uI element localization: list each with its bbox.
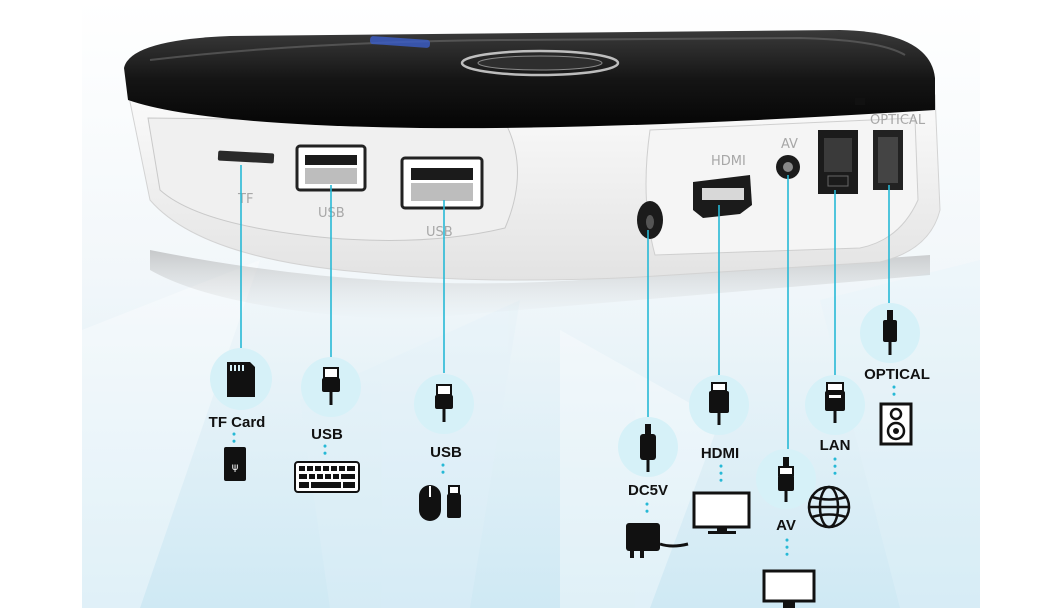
connector-label: OPTICAL (864, 366, 930, 383)
usb-port-2: USB (400, 156, 484, 240)
svg-text:OPTICAL: OPTICAL (870, 113, 926, 128)
svg-text:TF: TF (237, 192, 253, 207)
speaker-icon (879, 402, 913, 446)
optical-plug-icon (883, 310, 897, 355)
dc5v-jack (637, 201, 663, 239)
usb-port-1: USB (295, 144, 367, 221)
connector-optical: OPTICAL (860, 303, 930, 446)
connector-lines (240, 165, 890, 449)
hdmi-plug-icon (709, 382, 729, 425)
power-adapter-icon (626, 523, 689, 558)
connector-usb-2: USB (414, 374, 474, 521)
connector-label: LAN (820, 437, 851, 454)
logo-emblem (460, 49, 620, 77)
mouse-and-dongle-icon (419, 485, 461, 521)
connector-lan: LAN (805, 375, 865, 529)
logo-emblem-inner (477, 55, 603, 71)
connector-hdmi: HDMI (689, 375, 751, 534)
keyboard-icon (294, 461, 360, 493)
globe-icon (807, 485, 851, 529)
connector-label: USB (430, 444, 462, 461)
connector-usb-1: USB (294, 357, 361, 493)
connector-label: TF Card (209, 414, 266, 431)
svg-text:HDMI: HDMI (711, 154, 746, 169)
tv-box-device: TF USB USB HDMI AV (124, 30, 941, 320)
dc-plug-icon (640, 424, 656, 472)
av-jack: AV (776, 137, 800, 179)
optical-port: OPTICAL (870, 113, 926, 190)
device-top (124, 30, 935, 129)
usb-card-reader-icon: ψ (224, 447, 246, 481)
connector-label: DC5V (628, 482, 668, 499)
svg-text:AV: AV (781, 137, 798, 152)
monitor-icon (692, 491, 751, 534)
top-side-indicator (855, 98, 865, 105)
rj45-plug-icon (825, 382, 845, 423)
lan-port (818, 130, 858, 194)
connector-dc5v: DC5V (618, 417, 689, 558)
rca-plug-icon (778, 457, 794, 502)
connector-label: HDMI (701, 445, 739, 462)
connector-label: AV (776, 517, 796, 534)
connector-av: AV (756, 449, 816, 608)
hdmi-port: HDMI (693, 154, 752, 218)
connector-label: USB (311, 426, 343, 443)
tv-icon (762, 569, 816, 608)
status-led (369, 36, 431, 48)
usb-plug-icon (435, 384, 453, 422)
svg-text:USB: USB (426, 225, 453, 240)
connector-tf-card: TF Card ψ (209, 348, 272, 481)
svg-text:ψ: ψ (232, 462, 239, 473)
sd-card-icon (227, 362, 255, 397)
device-shadow (150, 250, 930, 320)
usb-plug-icon (322, 367, 340, 405)
device-top-highlight (149, 36, 906, 61)
